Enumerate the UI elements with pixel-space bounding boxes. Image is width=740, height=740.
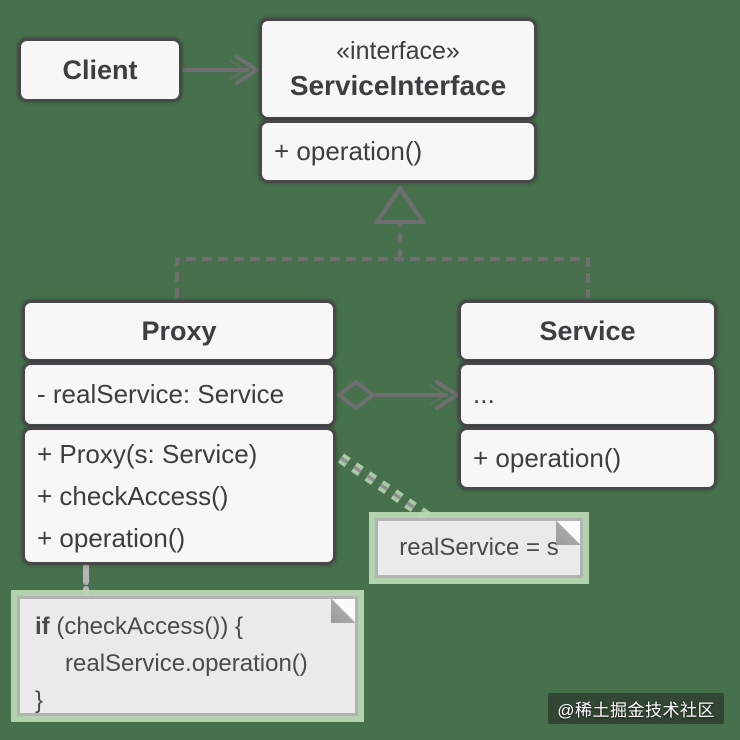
client-name-compartment: Client	[18, 38, 182, 102]
note-code-line1-rest: (checkAccess()) {	[49, 613, 244, 640]
aggregation-arrowhead-echo	[429, 384, 447, 406]
realization-hollow-triangle	[375, 186, 425, 224]
note-code: if (checkAccess()) { realService.operati…	[17, 596, 358, 716]
proxy-method-operation: + operation()	[37, 523, 186, 553]
interface-stereotype: «interface»	[336, 36, 460, 65]
proxy-attribute: - realService: Service	[37, 379, 285, 409]
note-fold-corner-icon	[331, 599, 355, 623]
class-box-service: Service ... + operation()	[458, 300, 717, 490]
note-code-line3: }	[35, 687, 44, 714]
class-box-proxy: Proxy - realService: Service + Proxy(s: …	[22, 300, 336, 565]
association-arrowhead	[235, 55, 259, 85]
note-code-line1: if (checkAccess()) {	[35, 608, 349, 645]
aggregation-hollow-diamond	[337, 380, 375, 410]
service-attribute-ellipsis: ...	[473, 379, 495, 409]
note-anchor-dashes	[340, 456, 429, 519]
note-code-keyword-if: if	[35, 613, 50, 640]
service-methods-compartment: + operation()	[458, 427, 717, 490]
client-class-name: Client	[62, 54, 138, 85]
interface-name-compartment: «interface» ServiceInterface	[259, 18, 537, 120]
note-code-line2: realService.operation()	[65, 650, 308, 677]
interface-methods-compartment: + operation()	[259, 120, 537, 183]
service-name-compartment: Service	[458, 300, 717, 362]
service-method: + operation()	[473, 443, 622, 473]
service-class-name: Service	[539, 315, 636, 346]
class-box-client: Client	[18, 38, 182, 102]
note-assignment: realService = s	[375, 518, 583, 578]
interface-method: + operation()	[274, 136, 423, 166]
aggregation-arrowhead	[435, 380, 459, 410]
watermark-badge: @稀土掘金技术社区	[548, 693, 724, 724]
note-fold-corner-icon	[556, 521, 580, 545]
proxy-method-checkaccess: + checkAccess()	[37, 481, 229, 511]
proxy-method-constructor: + Proxy(s: Service)	[37, 439, 258, 469]
note-assignment-text: realService = s	[399, 534, 559, 561]
realization-dashed-lines	[175, 224, 590, 298]
proxy-class-name: Proxy	[141, 315, 217, 346]
proxy-name-compartment: Proxy	[22, 300, 336, 362]
proxy-methods-compartment: + Proxy(s: Service) + checkAccess() + op…	[22, 427, 336, 565]
association-arrowhead-echo	[229, 59, 247, 81]
class-box-service-interface: «interface» ServiceInterface + operation…	[259, 18, 537, 183]
service-attributes-compartment: ...	[458, 362, 717, 427]
proxy-attributes-compartment: - realService: Service	[22, 362, 336, 427]
interface-class-name: ServiceInterface	[289, 69, 507, 101]
